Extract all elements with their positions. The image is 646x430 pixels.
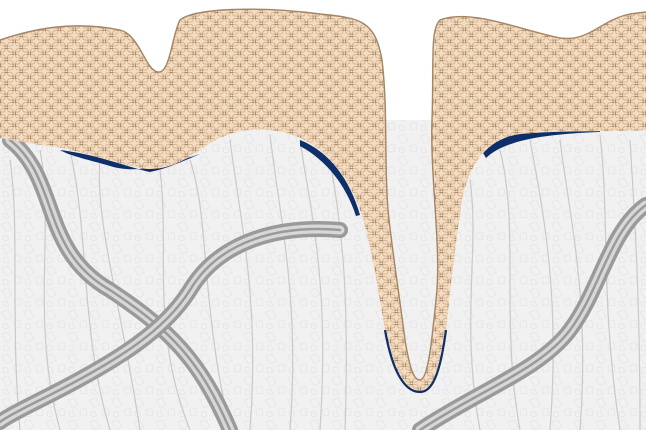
skin-cross-section-illustration: .cell { fill: #f6dcbf; stroke: #a38464; …	[0, 0, 646, 430]
